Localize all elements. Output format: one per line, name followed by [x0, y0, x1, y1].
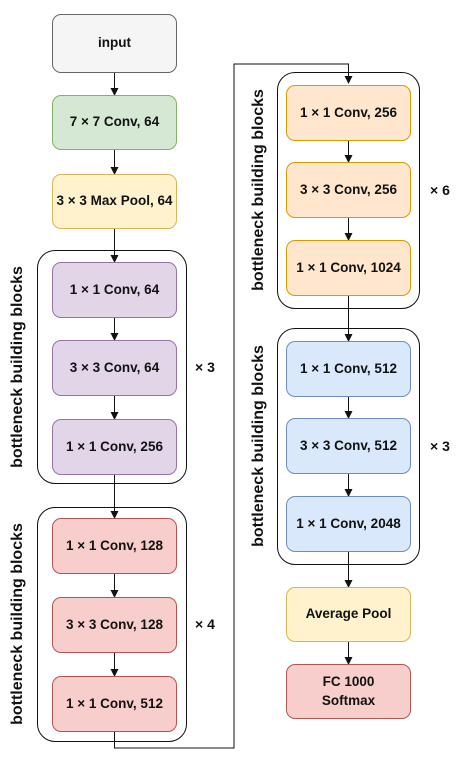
bottleneck-group-4-label: bottleneck building blocks — [250, 345, 267, 547]
bottleneck-group-1-label: bottleneck building blocks — [9, 266, 26, 468]
block4-conv3x3-node: 3 × 3 Conv, 512 — [286, 418, 411, 474]
block4-conv1x1-node: 1 × 1 Conv, 512 — [286, 341, 411, 397]
bottleneck-group-3-multiplier: × 6 — [430, 182, 450, 198]
average-pool-node: Average Pool — [286, 587, 411, 642]
block2-conv3x3-node: 3 × 3 Conv, 128 — [52, 597, 177, 653]
block3-conv1x1-node: 1 × 1 Conv, 256 — [286, 85, 411, 141]
block2-conv1x1-node: 1 × 1 Conv, 128 — [52, 518, 177, 574]
block1-conv1x1b-node: 1 × 1 Conv, 256 — [52, 419, 177, 475]
bottleneck-group-3 — [277, 72, 420, 309]
edges-layer — [110, 63, 353, 749]
bottleneck-group-2-label: bottleneck building blocks — [9, 523, 26, 725]
edge-b2_conv1b-to-b3_conv1 — [114, 63, 353, 749]
block3-conv3x3-node: 3 × 3 Conv, 256 — [286, 162, 411, 218]
block2-conv1x1b-node: 1 × 1 Conv, 512 — [52, 676, 177, 732]
block1-conv1x1-node: 1 × 1 Conv, 64 — [52, 262, 177, 318]
maxpool-node: 3 × 3 Max Pool, 64 — [52, 174, 177, 229]
bottleneck-group-4 — [277, 328, 420, 565]
fc-softmax-node: FC 1000 Softmax — [286, 664, 411, 719]
block4-conv1x1b-node: 1 × 1 Conv, 2048 — [286, 496, 411, 552]
bottleneck-group-2 — [37, 507, 187, 742]
resnet-architecture-diagram: bottleneck building blocks × 3 bottlenec… — [9, 14, 450, 749]
bottleneck-group-1-multiplier: × 3 — [195, 359, 215, 375]
input-node: input — [52, 14, 177, 73]
bottleneck-group-3-label: bottleneck building blocks — [250, 89, 267, 291]
block3-conv1x1b-node: 1 × 1 Conv, 1024 — [286, 240, 411, 296]
bottleneck-group-1 — [37, 250, 187, 484]
bottleneck-group-2-multiplier: × 4 — [195, 616, 215, 632]
bottleneck-group-4-multiplier: × 3 — [430, 438, 450, 454]
conv7x7-node: 7 × 7 Conv, 64 — [52, 95, 177, 150]
block1-conv3x3-node: 3 × 3 Conv, 64 — [52, 340, 177, 396]
